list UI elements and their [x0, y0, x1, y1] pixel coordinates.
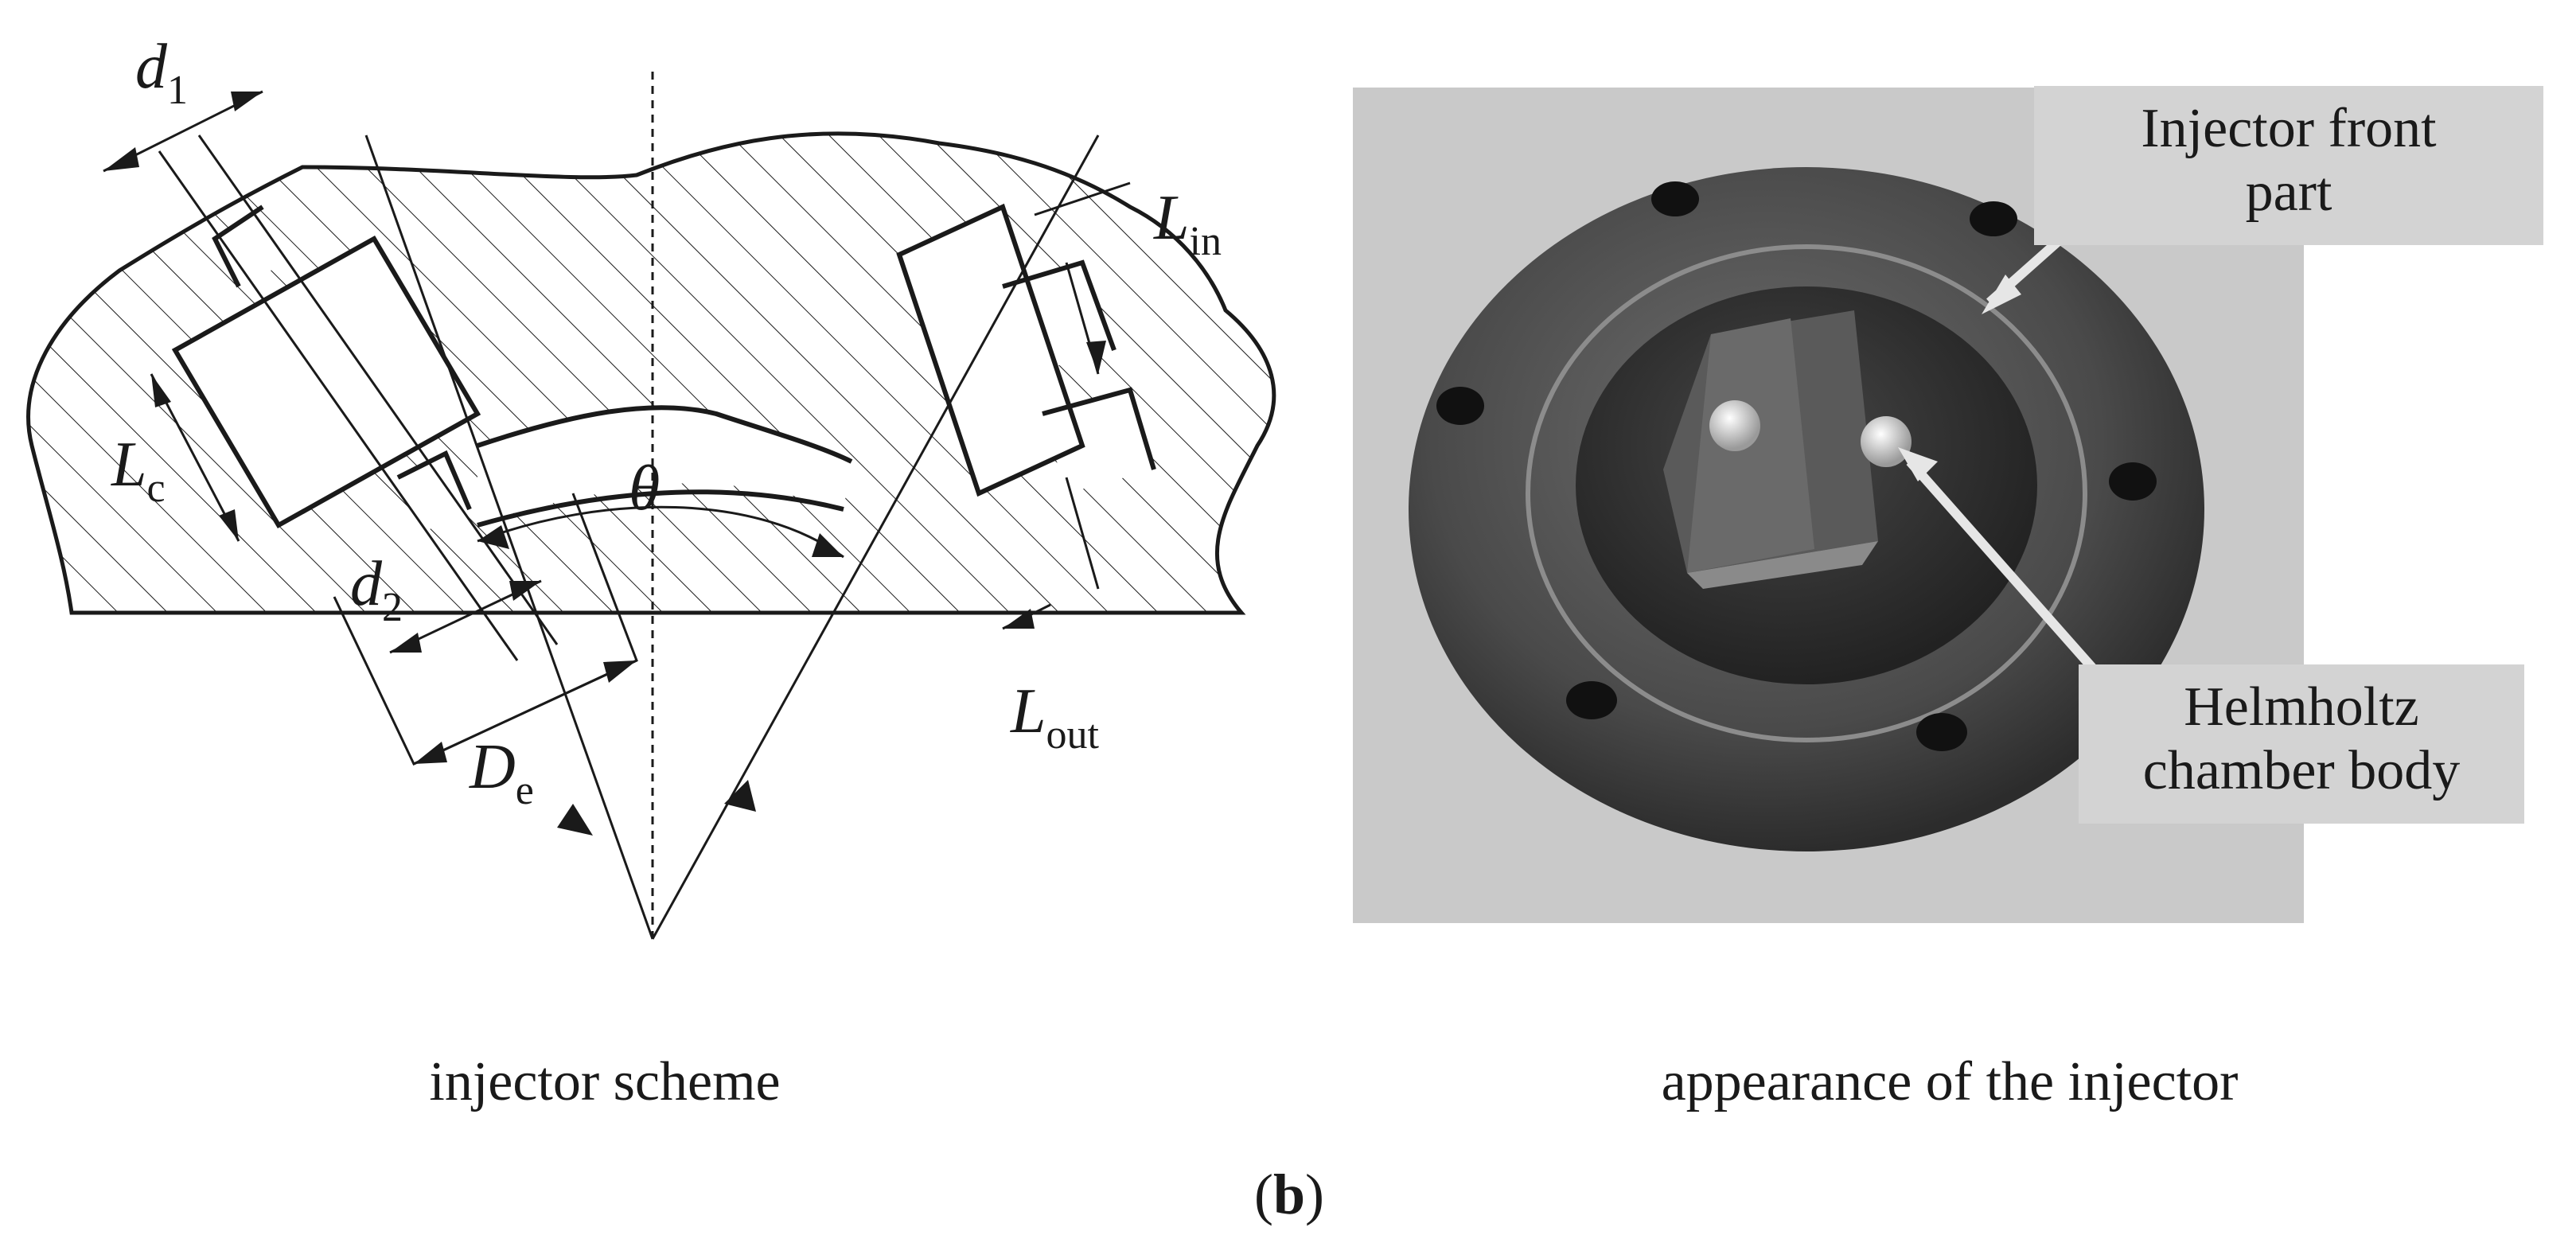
- hatched-body: [28, 133, 1274, 613]
- callout-helm-line1: Helmholtz: [2184, 676, 2419, 738]
- callout-front-line1: Injector front: [2141, 98, 2437, 159]
- label-d2: d2: [350, 549, 403, 630]
- callout-helm-line2: chamber body: [2142, 740, 2461, 801]
- callout-injector-front-part: Injector front part: [2034, 86, 2543, 245]
- label-theta: θ: [629, 454, 660, 524]
- caption-injector-scheme: injector scheme: [429, 1051, 781, 1112]
- label-d1: d1: [135, 32, 188, 113]
- label-Lin: Lin: [1153, 183, 1222, 264]
- label-Lout: Lout: [1010, 676, 1100, 758]
- injector-scheme-drawing: d1 Lc d2 De Lin Lout θ: [26, 32, 1276, 940]
- callout-front-line2: part: [2245, 162, 2332, 223]
- caption-injector-appearance: appearance of the injector: [1661, 1051, 2239, 1112]
- label-De: De: [469, 732, 534, 813]
- panel-label: (b): [1253, 1163, 1324, 1226]
- label-Lc: Lc: [111, 430, 166, 511]
- callout-helmholtz-chamber-body: Helmholtz chamber body: [2079, 664, 2524, 824]
